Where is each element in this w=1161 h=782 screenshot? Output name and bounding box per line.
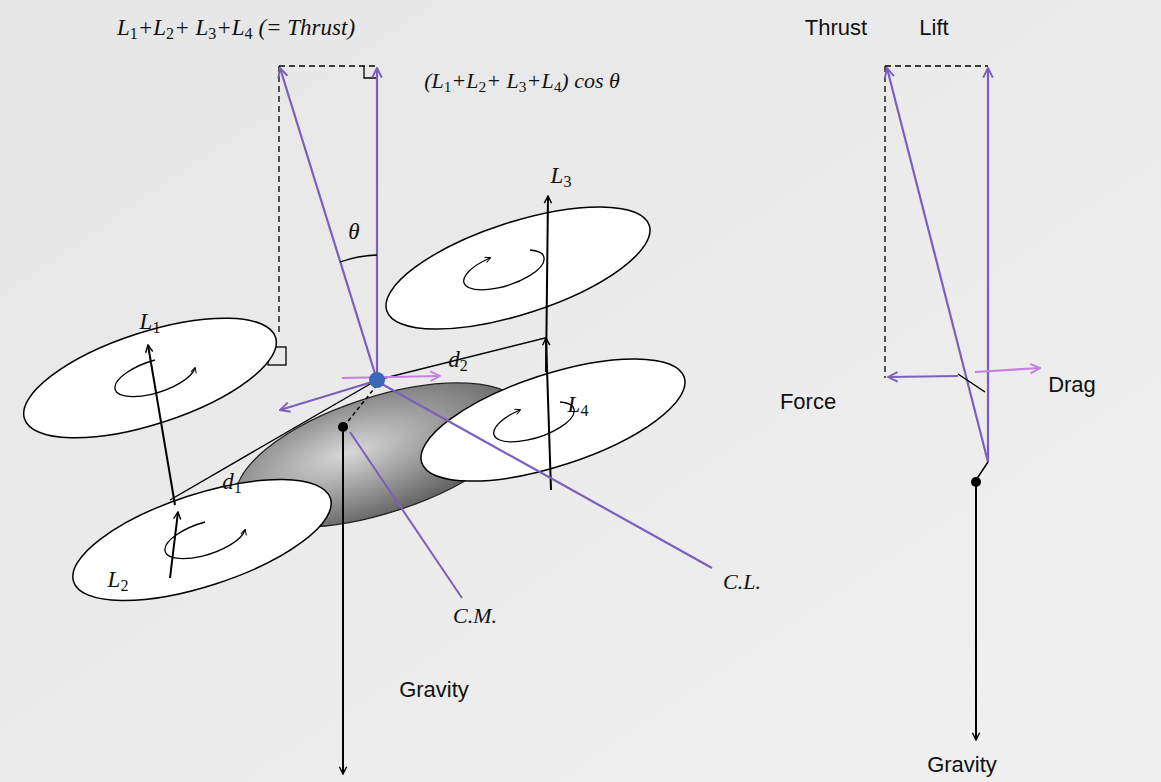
arm-distance: d1 <box>222 469 242 494</box>
force-name: Gravity <box>927 753 997 777</box>
force-vectors <box>280 68 712 568</box>
gravity-vector <box>342 427 344 774</box>
vertical-component: (L1+L2+ L3+L4) cos θ <box>424 69 620 93</box>
dashed-construction <box>279 66 377 335</box>
force-name: Drag <box>1048 373 1096 397</box>
center-of-lift-label: C.L. <box>723 570 761 594</box>
rotor-lift-arrows <box>148 196 551 578</box>
angle-mark <box>958 374 988 480</box>
rotor-lift: L1 <box>140 309 161 334</box>
angle-symbol: θ <box>348 219 359 244</box>
force-vectors <box>887 68 988 462</box>
rotor-lift: L4 <box>568 392 589 417</box>
center-of-lift <box>369 372 385 388</box>
dashed-construction <box>885 66 988 378</box>
rotor-lift: L2 <box>108 567 129 592</box>
arms <box>170 338 545 500</box>
center-of-mass-label: C.M. <box>453 604 497 628</box>
force-name: Lift <box>919 16 948 40</box>
right-angle-mark <box>364 66 377 78</box>
force-name: Thrust <box>805 16 867 40</box>
propellers <box>10 182 698 626</box>
drag-vector <box>342 376 440 378</box>
leader-line <box>350 432 462 598</box>
drag-vector <box>975 368 1040 372</box>
gravity-vector <box>975 482 977 740</box>
arm-distance: d2 <box>448 347 468 372</box>
force-name: Force <box>780 390 836 414</box>
rotation-swirls <box>115 250 574 559</box>
cl-cm-link <box>345 385 377 425</box>
thrust-sum: L1+L2+ L3+L4 (= Thrust) <box>117 15 355 40</box>
rotor-lift: L3 <box>551 163 572 188</box>
force-name: Gravity <box>399 678 469 702</box>
